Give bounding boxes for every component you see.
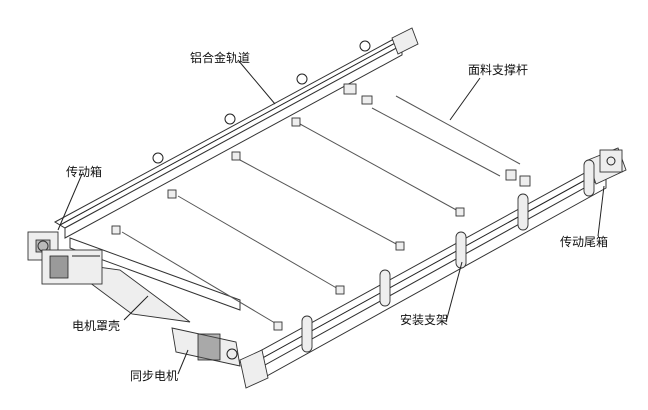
- label-mounting-bracket: 安装支架: [400, 312, 448, 327]
- left-motor-part: [41, 249, 103, 285]
- label-aluminum-track: 铝合金轨道: [190, 50, 250, 65]
- front-aluminum-track: [238, 169, 608, 383]
- back-rail-hooks: [152, 40, 371, 164]
- leader-lines: [57, 59, 605, 375]
- back-aluminum-track: [53, 27, 419, 239]
- front-left-end-piece: [239, 349, 269, 389]
- label-motor-cover: 电机罩壳: [72, 319, 120, 333]
- sync-motor-part: [171, 327, 241, 367]
- rod-end-clips: [111, 83, 531, 331]
- label-fabric-support-rod: 面料支撑杆: [468, 62, 528, 77]
- fabric-support-rods: [111, 83, 531, 331]
- label-sync-motor: 同步电机: [130, 369, 178, 383]
- mounting-brackets: [301, 159, 595, 353]
- label-transmission-tail-box: 传动尾箱: [560, 234, 608, 249]
- label-transmission-box: 传动箱: [66, 164, 102, 179]
- transmission-tail-box: [587, 147, 627, 185]
